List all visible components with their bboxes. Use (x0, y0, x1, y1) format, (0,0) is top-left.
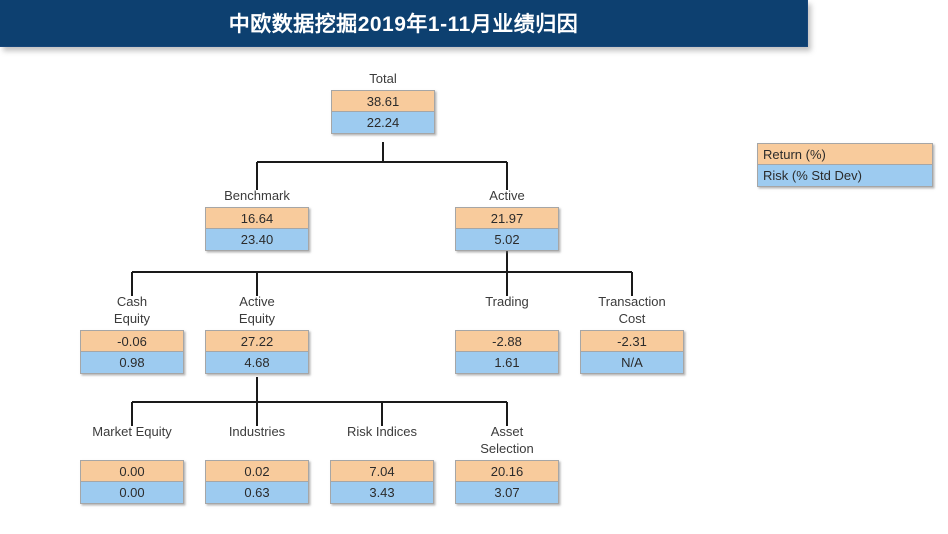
node-cash-equity-box: -0.06 0.98 (80, 330, 184, 374)
node-market-equity-label: Market Equity (80, 423, 184, 457)
node-risk-indices-box: 7.04 3.43 (330, 460, 434, 504)
node-active-equity-return: 27.22 (206, 331, 308, 352)
node-market-equity-label-line2 (130, 441, 134, 456)
node-industries-label-line2 (255, 441, 259, 456)
node-total-risk: 22.24 (332, 112, 434, 133)
node-active-risk: 5.02 (456, 229, 558, 250)
node-trading-return: -2.88 (456, 331, 558, 352)
node-benchmark[interactable]: Benchmark 16.64 23.40 (205, 187, 309, 251)
node-asset-selection[interactable]: Asset Selection 20.16 3.07 (455, 423, 559, 504)
node-asset-selection-risk: 3.07 (456, 482, 558, 503)
node-total-return: 38.61 (332, 91, 434, 112)
node-active-box: 21.97 5.02 (455, 207, 559, 251)
node-asset-selection-label-line1: Asset (490, 424, 524, 439)
node-active-return: 21.97 (456, 208, 558, 229)
node-industries-risk: 0.63 (206, 482, 308, 503)
node-transaction-cost[interactable]: Transaction Cost -2.31 N/A (580, 293, 684, 374)
node-cash-equity-return: -0.06 (81, 331, 183, 352)
node-cash-equity-label-line1: Cash (116, 294, 148, 309)
node-risk-indices-label: Risk Indices (330, 423, 434, 457)
node-market-equity[interactable]: Market Equity 0.00 0.00 (80, 423, 184, 504)
node-transaction-cost-label-line1: Transaction (598, 294, 666, 309)
node-asset-selection-box: 20.16 3.07 (455, 460, 559, 504)
node-asset-selection-label: Asset Selection (455, 423, 559, 457)
node-cash-equity[interactable]: Cash Equity -0.06 0.98 (80, 293, 184, 374)
node-market-equity-risk: 0.00 (81, 482, 183, 503)
node-industries-label-line1: Industries (228, 424, 286, 439)
node-risk-indices[interactable]: Risk Indices 7.04 3.43 (330, 423, 434, 504)
node-active[interactable]: Active 21.97 5.02 (455, 187, 559, 251)
node-trading[interactable]: Trading -2.88 1.61 (455, 293, 559, 374)
node-risk-indices-risk: 3.43 (331, 482, 433, 503)
node-transaction-cost-risk: N/A (581, 352, 683, 373)
node-active-equity-label: Active Equity (205, 293, 309, 327)
node-asset-selection-return: 20.16 (456, 461, 558, 482)
node-benchmark-label: Benchmark (224, 188, 290, 203)
node-risk-indices-label-line2 (380, 441, 384, 456)
node-active-equity-risk: 4.68 (206, 352, 308, 373)
node-benchmark-risk: 23.40 (206, 229, 308, 250)
node-industries-label: Industries (205, 423, 309, 457)
attribution-tree: Total 38.61 22.24 Benchmark 16.64 23.40 … (0, 47, 948, 534)
node-trading-label-line2 (505, 311, 509, 326)
node-industries-box: 0.02 0.63 (205, 460, 309, 504)
node-cash-equity-label-line2: Equity (113, 311, 151, 326)
node-asset-selection-label-line2: Selection (480, 441, 534, 456)
node-risk-indices-label-line1: Risk Indices (346, 424, 418, 439)
node-cash-equity-risk: 0.98 (81, 352, 183, 373)
node-industries[interactable]: Industries 0.02 0.63 (205, 423, 309, 504)
node-trading-label-line1: Trading (485, 294, 529, 309)
node-transaction-cost-box: -2.31 N/A (580, 330, 684, 374)
node-trading-risk: 1.61 (456, 352, 558, 373)
node-benchmark-return: 16.64 (206, 208, 308, 229)
legend: Return (%) Risk (% Std Dev) (757, 143, 933, 187)
node-transaction-cost-label: Transaction Cost (580, 293, 684, 327)
node-risk-indices-return: 7.04 (331, 461, 433, 482)
node-active-equity-box: 27.22 4.68 (205, 330, 309, 374)
node-market-equity-box: 0.00 0.00 (80, 460, 184, 504)
node-active-label: Active (489, 188, 525, 203)
node-industries-return: 0.02 (206, 461, 308, 482)
page-title: 中欧数据挖掘2019年1-11月业绩归因 (228, 13, 579, 36)
node-total-label: Total (369, 71, 397, 86)
node-trading-label: Trading (455, 293, 559, 327)
node-benchmark-box: 16.64 23.40 (205, 207, 309, 251)
node-active-equity[interactable]: Active Equity 27.22 4.68 (205, 293, 309, 374)
node-transaction-cost-return: -2.31 (581, 331, 683, 352)
node-total[interactable]: Total 38.61 22.24 (331, 70, 435, 134)
title-bar: 中欧数据挖掘2019年1-11月业绩归因 (0, 0, 808, 47)
legend-item-return: Return (%) (758, 144, 932, 165)
legend-item-risk: Risk (% Std Dev) (758, 165, 932, 186)
node-active-equity-label-line1: Active (239, 294, 275, 309)
node-active-equity-label-line2: Equity (238, 311, 276, 326)
node-total-box: 38.61 22.24 (331, 90, 435, 134)
node-market-equity-label-line1: Market Equity (92, 424, 172, 439)
node-trading-box: -2.88 1.61 (455, 330, 559, 374)
node-market-equity-return: 0.00 (81, 461, 183, 482)
node-cash-equity-label: Cash Equity (80, 293, 184, 327)
node-transaction-cost-label-line2: Cost (618, 311, 646, 326)
